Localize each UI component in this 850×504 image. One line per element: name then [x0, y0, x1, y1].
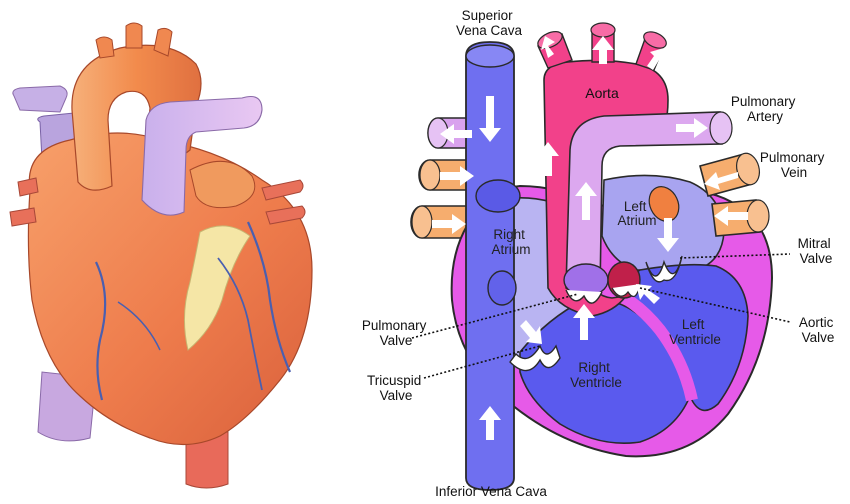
arrow-aorta-2: [592, 36, 614, 64]
label-aortic-valve: Aortic Valve: [799, 315, 837, 345]
illustration-coronary-vessel-4: [117, 301, 161, 351]
illustration-pulmonary-vein-1: [261, 179, 304, 201]
pulmonary-veins-right: [648, 152, 770, 237]
arrow-ivc-up: [479, 406, 501, 440]
flow-arrows: [432, 36, 748, 440]
arrow-pv-right-1: [704, 172, 738, 190]
illustration-pulmonary-vein-2: [265, 205, 306, 225]
arrow-lv-to-aorta: [636, 284, 660, 304]
illustration-pulmonary-artery: [141, 95, 263, 216]
label-mitral-valve: Mitral Valve: [798, 236, 835, 266]
leader-mitral-valve: [679, 253, 791, 259]
arrow-aorta-up: [537, 142, 559, 176]
arrow-rv-up: [573, 304, 595, 340]
arrow-pv-left-1: [440, 166, 474, 186]
heart-illustration: [9, 22, 313, 489]
pulmonary-valve-cusps: [565, 289, 603, 304]
label-left-atrium: Left Atrium: [617, 199, 656, 228]
arrow-ra-to-rv: [520, 320, 542, 344]
label-superior-vena-cava: Superior Vena Cava: [456, 8, 523, 38]
illustration-coronary-vessel-1: [95, 261, 107, 401]
leader-tricuspid-valve: [423, 345, 541, 379]
illustration-coronary-vessel-3: [217, 257, 263, 391]
arrow-la-down: [657, 218, 679, 252]
arrow-pv-right-2: [714, 206, 748, 226]
illustration-vein-left-2: [17, 177, 39, 197]
illustration-aorta-branch-1: [95, 36, 115, 59]
label-inferior-vena-cava: Inferior Vena Cava: [435, 484, 547, 499]
arrow-pa-trunk-up: [575, 182, 597, 220]
vena-cava-opening: [475, 179, 521, 213]
label-right-ventricle: Right Ventricle: [570, 360, 622, 390]
heart-schematic: Superior Vena Cava Aorta Pulmonary Arter…: [362, 8, 837, 499]
arrow-aorta-3: [647, 48, 664, 70]
leader-pulmonary-valve: [411, 293, 579, 339]
illustration-descending-aorta: [185, 429, 229, 489]
vena-cava-top: [465, 44, 515, 68]
leader-aortic-valve: [639, 287, 791, 323]
arrow-pa-left: [440, 124, 472, 144]
label-pulmonary-vein: Pulmonary Vein: [760, 150, 828, 180]
illustration-left-auricle: [189, 160, 256, 209]
label-tricuspid-valve: Tricuspid Valve: [367, 373, 425, 403]
label-pulmonary-valve: Pulmonary Valve: [362, 318, 430, 348]
aortic-valve-cusps: [611, 283, 641, 298]
label-aorta: Aorta: [585, 85, 619, 101]
illustration-aorta-branch-2: [125, 22, 143, 49]
illustration-vein-left-1: [9, 207, 37, 227]
label-left-ventricle: Left Ventricle: [669, 317, 721, 347]
vena-cava: [465, 41, 515, 491]
mitral-valve-cusps: [645, 255, 683, 283]
label-right-atrium: Right Atrium: [491, 227, 530, 257]
illustration-coronary-vessel-2: [246, 221, 292, 373]
arrow-pv-left-2: [432, 214, 466, 234]
coronary-sinus-opening: [487, 270, 517, 306]
illustration-aorta-branch-3: [153, 27, 173, 57]
arrow-aorta-1: [541, 36, 555, 58]
arrow-pa-right: [676, 118, 708, 138]
label-pulmonary-artery: Pulmonary Artery: [731, 94, 799, 124]
illustration-fat-band: [183, 225, 251, 351]
tricuspid-valve-cusps: [509, 344, 561, 372]
arrow-svc-down: [479, 96, 501, 142]
illustration-pulmonary-branch: [12, 85, 68, 113]
